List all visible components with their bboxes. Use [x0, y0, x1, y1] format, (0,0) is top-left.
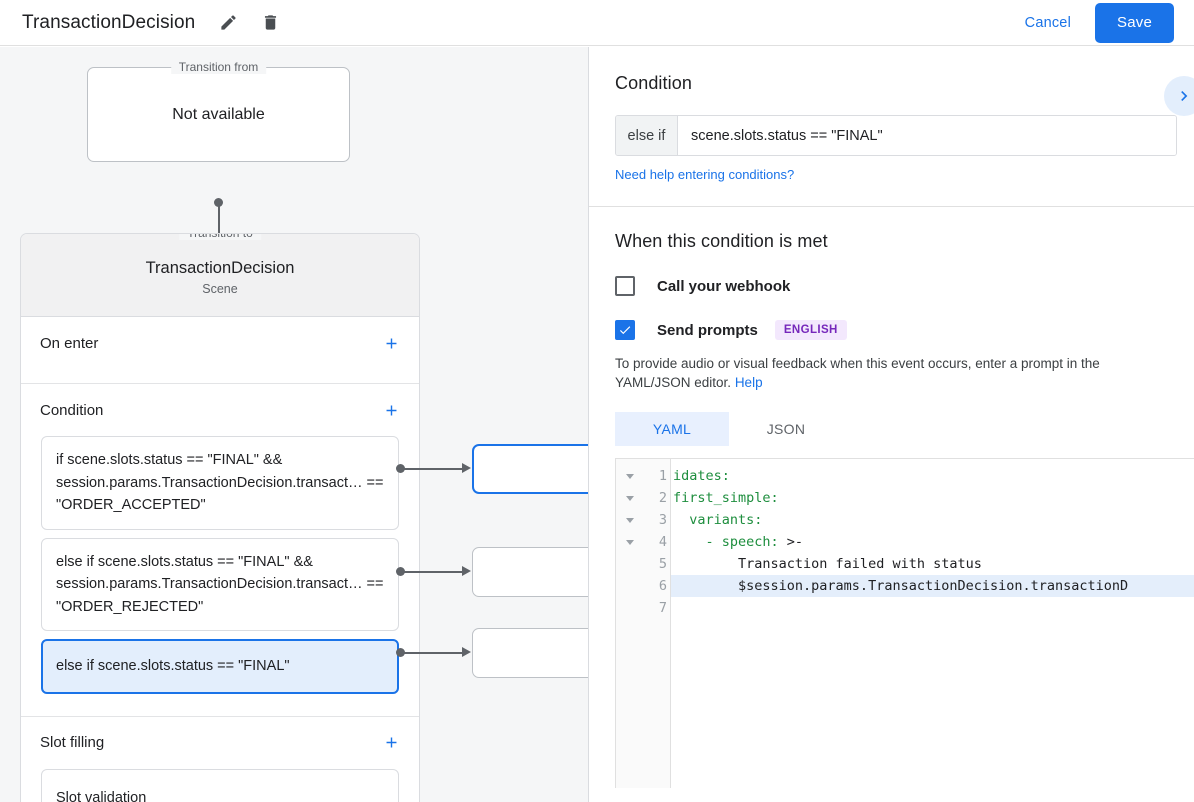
save-button[interactable]: Save	[1095, 2, 1174, 43]
line-number: 6	[658, 578, 667, 594]
edge-line	[400, 468, 462, 470]
code-line: variants:	[673, 512, 763, 528]
edge-line	[400, 571, 462, 573]
code-line	[671, 597, 1194, 619]
transition-target-box[interactable]	[472, 628, 588, 678]
plus-icon[interactable]	[377, 396, 405, 424]
code-line: Transaction failed with status	[673, 556, 982, 572]
section-condition: Condition if scene.slots.status == "FINA…	[21, 384, 419, 717]
fold-spacer	[616, 575, 643, 597]
panel-when-met-section: When this condition is met Call your web…	[589, 207, 1194, 788]
section-label-slot-filling: Slot filling	[40, 734, 105, 751]
panel-heading-when-met: When this condition is met	[615, 231, 828, 251]
condition-item[interactable]: else if scene.slots.status == "FINAL" &&…	[41, 537, 399, 631]
section-label-on-enter: On enter	[40, 334, 99, 352]
trash-icon[interactable]	[255, 8, 285, 38]
line-number: 1	[658, 468, 667, 484]
transition-to-legend: Transition to	[179, 234, 261, 240]
section-header: Condition	[21, 384, 419, 436]
call-webhook-checkbox[interactable]	[615, 276, 635, 296]
code-line: idates:	[673, 468, 730, 484]
edge-arrow	[462, 566, 471, 576]
send-prompts-checkbox[interactable]	[615, 320, 635, 340]
chevron-right-icon[interactable]	[1164, 76, 1194, 116]
line-number: 5	[658, 556, 667, 572]
prompts-description: To provide audio or visual feedback when…	[615, 354, 1175, 392]
scene-graph-canvas[interactable]: Transition from Not available Transition…	[0, 47, 588, 802]
scene-subtitle: Scene	[202, 281, 238, 296]
fold-toggle[interactable]	[616, 487, 643, 509]
fold-toggle[interactable]	[616, 509, 643, 531]
section-header: On enter	[21, 317, 419, 369]
send-prompts-label: Send prompts	[657, 321, 758, 339]
transition-from-legend: Transition from	[170, 60, 267, 74]
slot-filling-item[interactable]: Slot validation	[41, 768, 399, 802]
condition-item[interactable]: if scene.slots.status == "FINAL" && sess…	[41, 436, 399, 530]
condition-details-panel: Condition else if Need help entering con…	[588, 47, 1194, 802]
plus-icon[interactable]	[377, 729, 405, 757]
edge-arrow	[462, 647, 471, 657]
line-number: 4	[658, 534, 667, 550]
yaml-code-editor[interactable]: 1 2 3 4 5 6 7 idates: first_simple: varia…	[615, 458, 1194, 788]
fold-toggle[interactable]	[616, 465, 643, 487]
section-label-condition: Condition	[40, 401, 104, 419]
condition-item-selected[interactable]: else if scene.slots.status == "FINAL"	[41, 639, 399, 694]
section-on-enter: On enter	[21, 317, 419, 384]
transition-from-value: Not available	[172, 105, 265, 123]
fold-spacer	[616, 597, 643, 619]
condition-help-link[interactable]: Need help entering conditions?	[615, 167, 795, 182]
scene-title: TransactionDecision	[145, 258, 295, 277]
code-line: - speech: >-	[673, 534, 804, 550]
editor-code-area[interactable]: idates: first_simple: variants: - speech:…	[671, 459, 1194, 788]
connector-line	[218, 203, 220, 258]
page-title: TransactionDecision	[22, 11, 196, 33]
app-header: TransactionDecision Cancel Save	[0, 0, 1194, 46]
editor-fold-gutter	[616, 459, 643, 788]
tab-yaml[interactable]: YAML	[615, 412, 729, 446]
editor-format-tabs: YAML JSON	[615, 412, 1194, 446]
transition-from-box[interactable]: Transition from Not available	[87, 60, 350, 162]
section-header: Slot filling	[21, 717, 419, 769]
fold-toggle[interactable]	[616, 531, 643, 553]
code-line: $session.params.TransactionDecision.tran…	[671, 575, 1194, 597]
edge-line	[400, 652, 462, 654]
panel-heading-condition: Condition	[615, 73, 692, 93]
condition-prefix-label: else if	[616, 116, 678, 155]
code-line: first_simple:	[673, 490, 779, 506]
edge-arrow	[462, 463, 471, 473]
section-slot-filling: Slot filling Slot validation	[21, 717, 419, 802]
language-badge: ENGLISH	[774, 320, 847, 340]
line-number: 2	[658, 490, 667, 506]
panel-condition-section: Condition else if Need help entering con…	[589, 47, 1194, 207]
connector-dot	[214, 198, 223, 207]
tab-json[interactable]: JSON	[766, 421, 806, 437]
transition-to-box[interactable]: Transition to TransactionDecision Scene	[21, 234, 419, 317]
condition-input-row[interactable]: else if	[615, 115, 1177, 156]
scene-card: Transition to TransactionDecision Scene …	[20, 233, 420, 802]
editor-line-numbers: 1 2 3 4 5 6 7	[643, 459, 671, 788]
canvas-inner: Transition from Not available Transition…	[0, 47, 588, 802]
fold-spacer	[616, 553, 643, 575]
line-number: 3	[658, 512, 667, 528]
condition-input[interactable]	[678, 116, 1176, 155]
plus-icon[interactable]	[377, 329, 405, 357]
send-prompts-row[interactable]: Send prompts ENGLISH	[615, 320, 1194, 340]
pencil-icon[interactable]	[213, 8, 243, 38]
cancel-button[interactable]: Cancel	[1015, 7, 1081, 39]
prompts-description-text: To provide audio or visual feedback when…	[615, 356, 1100, 390]
call-webhook-label: Call your webhook	[657, 277, 791, 295]
transition-target-box-selected[interactable]	[472, 444, 588, 494]
webhook-row[interactable]: Call your webhook	[615, 276, 1194, 296]
transition-target-box[interactable]	[472, 547, 588, 597]
prompts-help-link[interactable]: Help	[734, 375, 763, 390]
line-number: 7	[658, 600, 667, 616]
